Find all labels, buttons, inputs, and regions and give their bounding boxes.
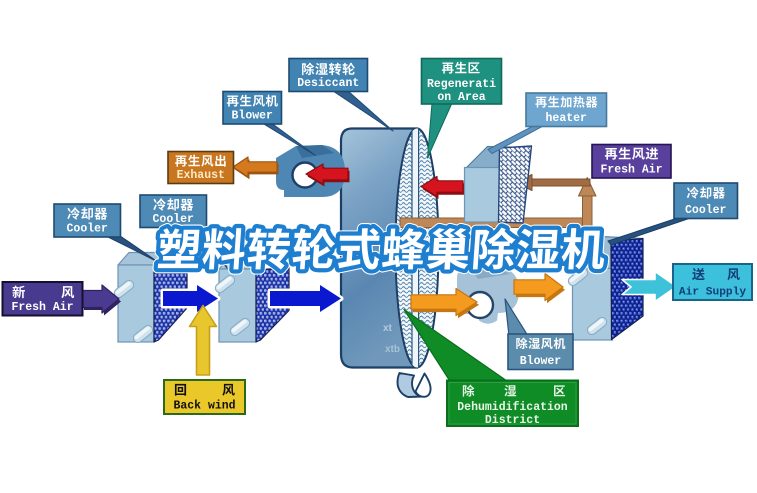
- svg-text:Desiccant: Desiccant: [297, 77, 359, 90]
- svg-text:Air Supply: Air Supply: [679, 287, 746, 299]
- svg-text:on Area: on Area: [437, 91, 485, 104]
- svg-text:heater: heater: [546, 112, 588, 125]
- svg-text:Cooler: Cooler: [685, 204, 727, 217]
- svg-text:Fresh Air: Fresh Air: [600, 164, 662, 177]
- svg-text:Exhaust: Exhaust: [177, 169, 225, 182]
- svg-text:Cooler: Cooler: [153, 213, 195, 226]
- svg-text:Cooler: Cooler: [67, 223, 109, 236]
- svg-text:Blower: Blower: [232, 110, 274, 123]
- svg-text:Regenerati: Regenerati: [427, 78, 496, 91]
- svg-text:Back wind: Back wind: [173, 400, 235, 413]
- svg-text:Blower: Blower: [520, 355, 562, 368]
- svg-text:xtb: xtb: [385, 344, 400, 355]
- svg-text:xt: xt: [383, 323, 393, 334]
- svg-text:Dehumidification: Dehumidification: [457, 401, 568, 414]
- svg-text:Fresh Air: Fresh Air: [11, 301, 73, 314]
- svg-text:District: District: [485, 414, 540, 427]
